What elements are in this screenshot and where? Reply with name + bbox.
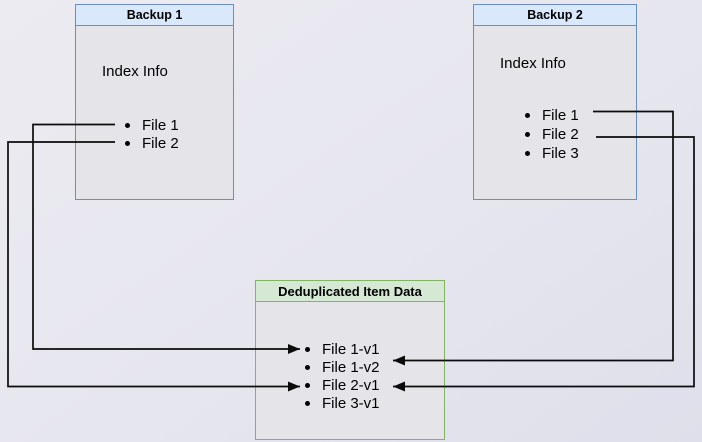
bullet-icon — [525, 113, 530, 118]
file-label: File 1 — [542, 107, 579, 124]
bullet-icon — [305, 346, 310, 352]
bullet-icon — [305, 400, 310, 406]
list-item-backup2-file3: File 3 — [525, 144, 579, 163]
file-label: File 2 — [142, 134, 179, 152]
file-label: File 3-v1 — [322, 394, 380, 412]
backup1-file-list: File 1 File 2 — [125, 116, 179, 152]
bullet-icon — [125, 140, 130, 146]
dedup-file-list: File 1-v1 File 1-v2 File 2-v1 File 3-v1 — [305, 340, 380, 412]
bullet-icon — [305, 382, 310, 388]
bullet-icon — [125, 122, 130, 128]
backup2-title: Backup 2 — [474, 5, 636, 26]
bullet-icon — [305, 364, 310, 370]
backup2-index-info-label: Index Info — [500, 55, 566, 72]
list-item-file1-v1: File 1-v1 — [305, 340, 380, 358]
list-item-file1-v2: File 1-v2 — [305, 358, 380, 376]
file-label: File 1-v2 — [322, 358, 380, 376]
file-label: File 1 — [142, 116, 179, 134]
backup1-title: Backup 1 — [76, 5, 233, 26]
backup1-index-info-label: Index Info — [102, 63, 168, 80]
list-item-backup1-file1: File 1 — [125, 116, 179, 134]
deduplicated-item-data-box: Deduplicated Item Data File 1-v1 File 1-… — [255, 280, 445, 440]
file-label: File 2-v1 — [322, 376, 380, 394]
list-item-file2-v1: File 2-v1 — [305, 376, 380, 394]
list-item-backup1-file2: File 2 — [125, 134, 179, 152]
list-item-backup2-file1: File 1 — [525, 106, 579, 125]
backup2-box: Backup 2 Index Info File 1 File 2 File 3 — [473, 4, 637, 200]
bullet-icon — [525, 132, 530, 137]
list-item-file3-v1: File 3-v1 — [305, 394, 380, 412]
file-label: File 3 — [542, 145, 579, 162]
file-label: File 1-v1 — [322, 340, 380, 358]
list-item-backup2-file2: File 2 — [525, 125, 579, 144]
bullet-icon — [525, 151, 530, 156]
file-label: File 2 — [542, 126, 579, 143]
backup1-box: Backup 1 Index Info File 1 File 2 — [75, 4, 234, 200]
dedup-title: Deduplicated Item Data — [256, 281, 444, 302]
backup2-file-list: File 1 File 2 File 3 — [525, 106, 579, 163]
